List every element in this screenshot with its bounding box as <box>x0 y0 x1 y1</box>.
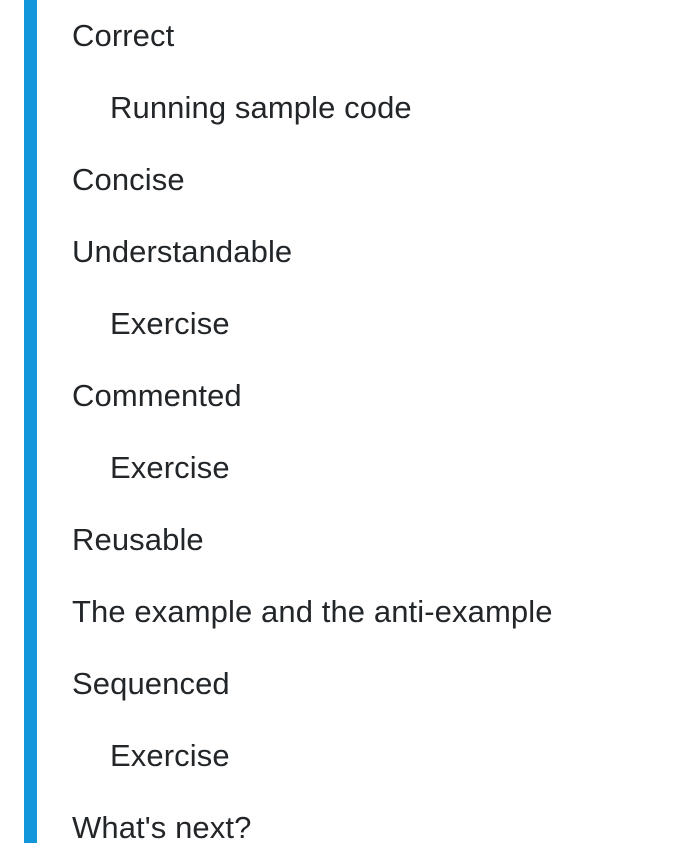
toc-entry-label: Concise <box>72 162 185 197</box>
toc-entry-whats-next[interactable]: What's next? <box>0 792 689 864</box>
toc-entry-label: Understandable <box>72 234 293 269</box>
toc-entry-label: The example and the anti-example <box>72 594 553 629</box>
toc-entry-understandable[interactable]: Understandable <box>0 216 689 288</box>
toc-entry-reusable[interactable]: Reusable <box>0 504 689 576</box>
toc-entry-exercise-commented[interactable]: Exercise <box>0 432 689 504</box>
toc-entry-label: Commented <box>72 378 242 413</box>
toc-entry-label: Reusable <box>72 522 204 557</box>
toc-entry-sequenced[interactable]: Sequenced <box>0 648 689 720</box>
toc-entry-concise[interactable]: Concise <box>0 144 689 216</box>
toc-entry-label: Exercise <box>110 450 230 485</box>
toc-entry-correct[interactable]: Correct <box>0 0 689 72</box>
toc-entry-exercise-sequenced[interactable]: Exercise <box>0 720 689 792</box>
toc-entry-label: Exercise <box>110 738 230 773</box>
toc-entry-label: Running sample code <box>110 90 412 125</box>
toc-entry-running-sample-code[interactable]: Running sample code <box>0 72 689 144</box>
toc-entry-label: What's next? <box>72 810 252 845</box>
toc-entry-commented[interactable]: Commented <box>0 360 689 432</box>
toc-entry-the-example-and-the-anti-example[interactable]: The example and the anti-example <box>0 576 689 648</box>
toc-entry-label: Correct <box>72 18 175 53</box>
toc-entry-label: Sequenced <box>72 666 230 701</box>
toc-entry-label: Exercise <box>110 306 230 341</box>
table-of-contents-panel: Correct Running sample code Concise Unde… <box>24 0 553 845</box>
toc-entry-exercise-understandable[interactable]: Exercise <box>0 288 689 360</box>
accent-rail <box>24 0 37 843</box>
